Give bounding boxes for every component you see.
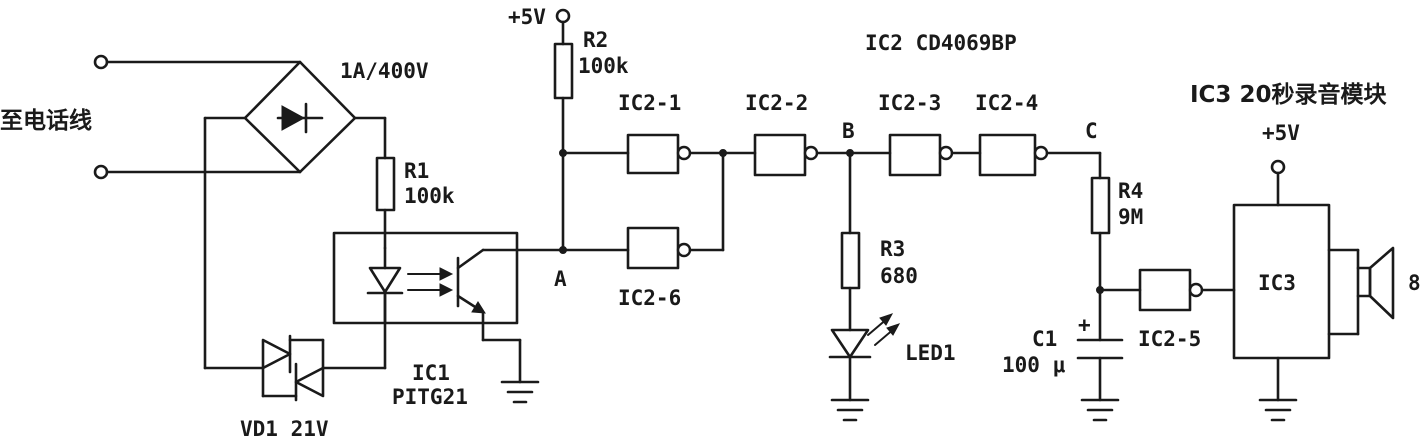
r2-name: R2 bbox=[583, 28, 608, 52]
r1-value: 100k bbox=[404, 184, 455, 208]
r1-name: R1 bbox=[404, 159, 429, 183]
vcc-terminal-ic3 bbox=[1270, 159, 1286, 207]
vd1-label: VD1 21V bbox=[240, 417, 329, 439]
vd1-bidirectional-zener bbox=[261, 334, 325, 402]
ic2-5-label: IC2-5 bbox=[1138, 327, 1201, 351]
ic1-part: PITG21 bbox=[392, 385, 468, 409]
ground-symbol bbox=[1258, 398, 1298, 422]
ic2-1-label: IC2-1 bbox=[618, 91, 681, 115]
ground-symbol bbox=[1080, 398, 1120, 422]
speaker-ohm: 8 bbox=[1408, 271, 1421, 295]
node-b-label: B bbox=[842, 119, 855, 143]
inverter-ic2-6 bbox=[558, 151, 725, 270]
inverter-ic2-5 bbox=[1098, 268, 1236, 312]
optocoupler-ic1 bbox=[332, 231, 562, 384]
r2-value: 100k bbox=[578, 54, 629, 78]
ic2-title: IC2 CD4069BP bbox=[865, 31, 1017, 55]
bridge-rectifier bbox=[203, 60, 387, 174]
junction-dot bbox=[559, 149, 567, 157]
ground-symbol bbox=[500, 380, 540, 404]
led1-symbol bbox=[828, 313, 901, 402]
ic2-6-label: IC2-6 bbox=[618, 286, 681, 310]
resistor-r2 bbox=[553, 42, 574, 252]
inverter-ic2-4 bbox=[978, 133, 1102, 177]
c1-value: 100 μ bbox=[1002, 353, 1066, 377]
ic3-module bbox=[1232, 203, 1360, 402]
bridge-rating: 1A/400V bbox=[340, 59, 429, 83]
node-a-label: A bbox=[554, 267, 567, 291]
capacitor-c1 bbox=[1076, 338, 1124, 402]
node-c-label: C bbox=[1085, 119, 1098, 143]
r4-name: R4 bbox=[1118, 179, 1143, 203]
ic3-vcc-label: +5V bbox=[1262, 121, 1300, 145]
ic3-title: IC3 20秒录音模块 bbox=[1190, 81, 1386, 108]
r3-value: 680 bbox=[880, 264, 918, 288]
inverter-ic2-2 bbox=[753, 133, 892, 177]
c1-plus: + bbox=[1078, 313, 1091, 337]
resistor-r1 bbox=[375, 116, 396, 250]
vcc-top-label: +5V bbox=[508, 5, 546, 29]
resistor-r3 bbox=[840, 151, 861, 332]
ic2-3-label: IC2-3 bbox=[878, 91, 941, 115]
speaker-icon bbox=[1356, 246, 1395, 320]
r3-name: R3 bbox=[880, 237, 905, 261]
phone-line-terminals bbox=[93, 54, 302, 180]
c1-name: C1 bbox=[1032, 327, 1057, 351]
ic2-2-label: IC2-2 bbox=[745, 91, 808, 115]
led1-label: LED1 bbox=[905, 341, 956, 365]
resistor-r4 bbox=[1090, 151, 1111, 342]
vcc-terminal-top bbox=[555, 8, 571, 46]
ground-symbol bbox=[830, 398, 870, 422]
inverter-ic2-3 bbox=[888, 133, 982, 177]
junction-dot bbox=[719, 149, 727, 157]
r4-value: 9M bbox=[1118, 205, 1143, 229]
vd1-return-wire bbox=[203, 116, 387, 370]
ic2-4-label: IC2-4 bbox=[975, 91, 1038, 115]
ic3-box-label: IC3 bbox=[1258, 271, 1296, 295]
phone-line-label: 至电话线 bbox=[0, 107, 92, 134]
ic1-name: IC1 bbox=[412, 361, 450, 385]
